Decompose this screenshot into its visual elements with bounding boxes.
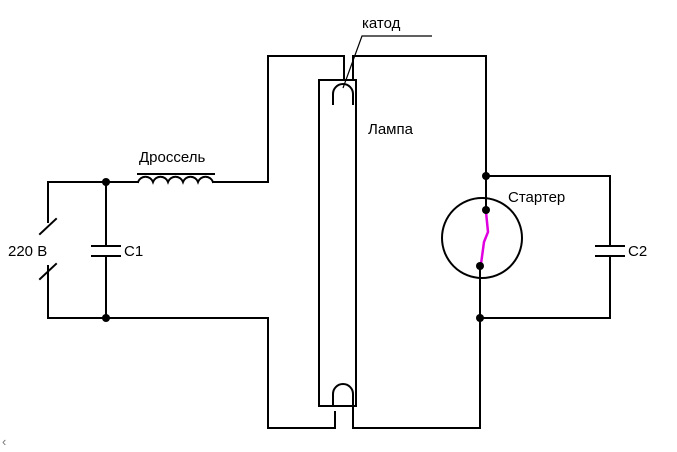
label-starter: Стартер [508, 189, 565, 206]
corner-mark: ‹ [2, 434, 6, 449]
choke-inductor [136, 173, 215, 185]
cathode-bottom [332, 383, 354, 407]
wire-choke-to-lamp [212, 55, 345, 183]
label-c1: С1 [124, 243, 143, 260]
cathode-leader-line [342, 35, 432, 89]
label-choke: Дроссель [139, 149, 205, 166]
wire-to-c2-bottom [479, 255, 611, 319]
cathode-top [332, 83, 354, 105]
label-voltage: 220 В [8, 243, 47, 260]
junction-c1-bottom [102, 314, 110, 322]
wire-lamp-bottom-left [267, 317, 336, 429]
junction-c1-top [102, 178, 110, 186]
starter-bimetal-contact [479, 211, 490, 265]
lamp-tube [318, 79, 357, 407]
supply-terminal-lower [38, 262, 58, 281]
label-lamp: Лампа [368, 121, 414, 138]
starter-bulb [441, 197, 523, 279]
label-cathode: катод [362, 15, 401, 32]
wire-to-c2-top [485, 175, 611, 247]
junction-starter-inner-bottom [476, 262, 484, 270]
wire-left-supply-lower [47, 265, 269, 319]
wire-lamp-bottom-right [352, 317, 481, 429]
junction-starter-bottom [476, 314, 484, 322]
junction-starter-inner-top [482, 206, 490, 214]
wire-lamp-top-right [352, 55, 487, 177]
label-c2: С2 [628, 243, 647, 260]
junction-starter-top [482, 172, 490, 180]
supply-terminal-upper [38, 217, 58, 236]
